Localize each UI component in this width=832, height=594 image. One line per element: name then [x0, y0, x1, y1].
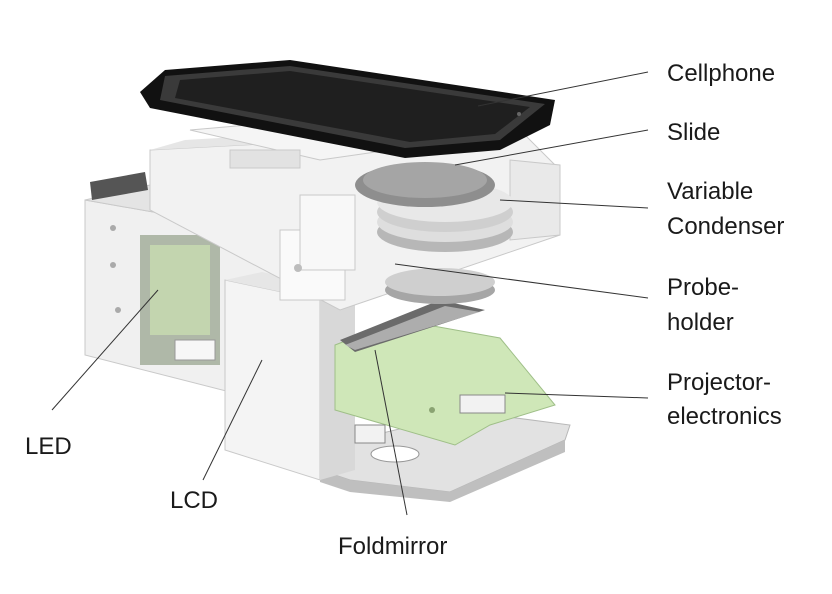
- projector-pcb: [334, 319, 556, 446]
- variable-condenser: [355, 162, 513, 304]
- leader-lines: [51, 71, 649, 516]
- leader-projector: [504, 392, 649, 399]
- leader-led: [51, 289, 159, 411]
- cellphone: [140, 60, 555, 158]
- leader-slide: [454, 129, 649, 166]
- label-condenser: Condenser: [667, 213, 784, 240]
- label-projector: Projector-: [667, 369, 771, 396]
- leader-lcd: [202, 359, 263, 481]
- label-electronics: electronics: [667, 403, 782, 430]
- leader-cellphone: [477, 71, 649, 107]
- label-slide: Slide: [667, 119, 720, 146]
- labels: Cellphone Slide Variable Condenser Probe…: [25, 60, 784, 560]
- label-foldmirror: Foldmirror: [338, 533, 447, 560]
- label-lcd: LCD: [170, 487, 218, 514]
- label-variable: Variable: [667, 178, 753, 205]
- fold-mirror: [340, 300, 485, 352]
- leader-probeholder: [394, 263, 649, 299]
- label-cellphone: Cellphone: [667, 60, 775, 87]
- leader-condenser: [499, 199, 649, 209]
- label-holder: holder: [667, 309, 734, 336]
- leader-foldmirror: [374, 349, 408, 516]
- label-probe: Probe-: [667, 274, 739, 301]
- label-led: LED: [25, 433, 72, 460]
